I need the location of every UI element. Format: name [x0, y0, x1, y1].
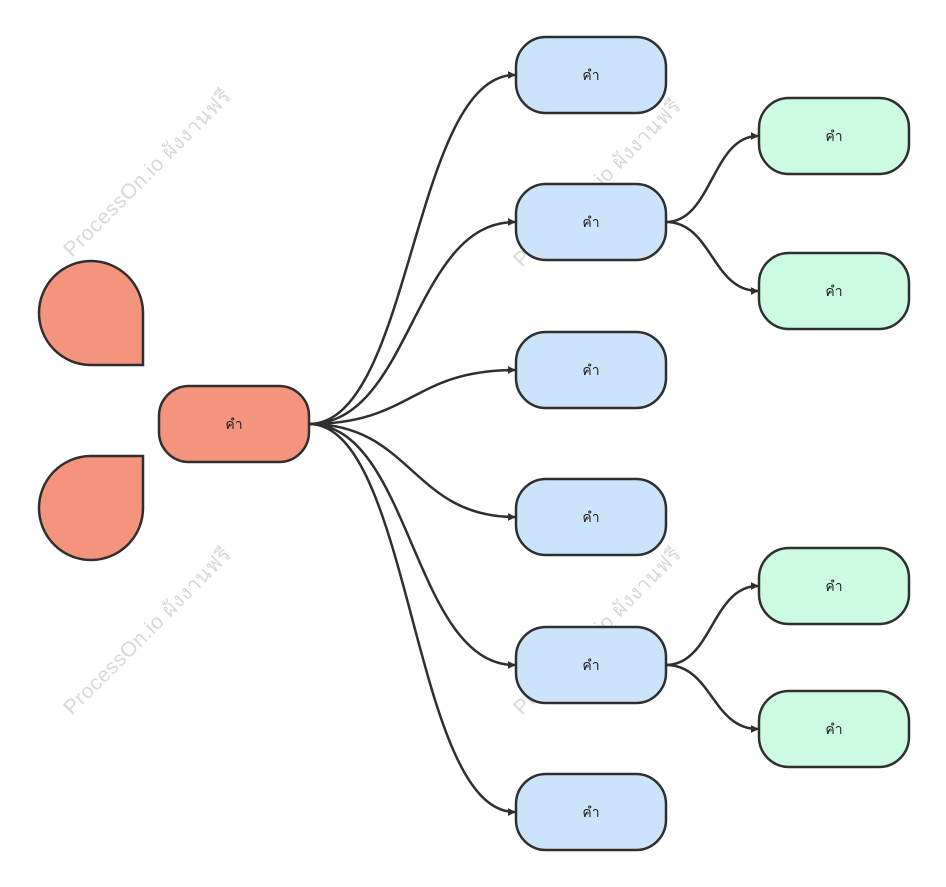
leaf-node-label: คำ	[825, 722, 842, 738]
connector-arrow	[665, 132, 759, 224]
root-node-label: คำ	[225, 417, 242, 433]
root-node[interactable]: คำ	[157, 384, 311, 464]
leaf-node-label: คำ	[825, 129, 842, 145]
nodes-layer: คำคำคำคำคำคำคำคำคำคำคำ	[157, 35, 911, 852]
branch-node-label: คำ	[582, 363, 599, 379]
branch-node-label: คำ	[582, 510, 599, 526]
branch-node[interactable]: คำ	[514, 35, 668, 115]
watermark-text: ProcessOn.io ผังงานฟรี	[59, 85, 236, 262]
branch-node[interactable]: คำ	[514, 330, 668, 410]
connector-arrow	[665, 582, 759, 667]
leaf-node[interactable]: คำ	[757, 96, 911, 176]
connector-arrow	[308, 422, 516, 669]
branch-node-label: คำ	[582, 215, 599, 231]
connector-arrow	[308, 218, 516, 426]
teardrop-shape	[37, 259, 145, 367]
branch-node-box	[514, 625, 668, 705]
branch-node[interactable]: คำ	[514, 625, 668, 705]
branch-node-box	[514, 330, 668, 410]
connector-arrow	[308, 422, 516, 521]
connector-arrow	[308, 366, 516, 426]
branch-node-label: คำ	[582, 68, 599, 84]
leaf-node[interactable]: คำ	[757, 251, 911, 331]
branch-node-label: คำ	[582, 658, 599, 674]
branch-node[interactable]: คำ	[514, 182, 668, 262]
leaf-node-label: คำ	[825, 579, 842, 595]
leaf-node-box	[757, 689, 911, 769]
leaf-node-box	[757, 96, 911, 176]
branch-node-box	[514, 35, 668, 115]
leaf-node-label: คำ	[825, 284, 842, 300]
leaf-node[interactable]: คำ	[757, 689, 911, 769]
leaf-node-box	[757, 546, 911, 626]
watermark-text: ProcessOn.io ผังงานฟรี	[59, 543, 236, 720]
leaf-node-box	[757, 251, 911, 331]
leaf-node[interactable]: คำ	[757, 546, 911, 626]
connector-arrow	[308, 71, 516, 426]
connector-arrow	[308, 422, 516, 816]
branch-node-label: คำ	[582, 805, 599, 821]
root-node-box	[157, 384, 311, 464]
branch-node-box	[514, 772, 668, 852]
edges-layer	[308, 71, 759, 816]
teardrop-shape	[37, 454, 145, 562]
connector-arrow	[665, 220, 759, 295]
branch-node-box	[514, 477, 668, 557]
branch-node-box	[514, 182, 668, 262]
branch-node[interactable]: คำ	[514, 477, 668, 557]
branch-node[interactable]: คำ	[514, 772, 668, 852]
connector-arrow	[665, 663, 759, 733]
